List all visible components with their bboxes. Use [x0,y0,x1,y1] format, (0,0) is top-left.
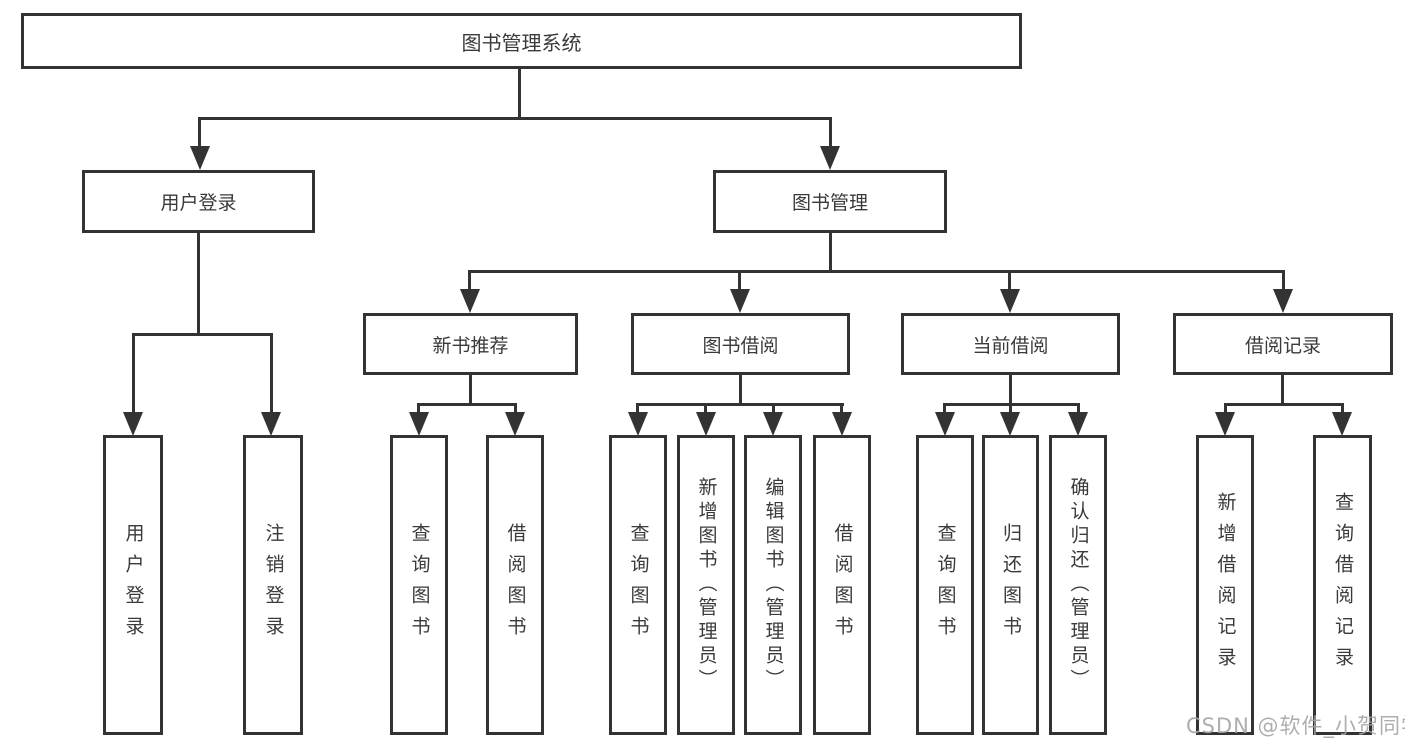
connector-line [1281,375,1284,406]
connector-line [1224,403,1344,406]
leaf-label: 注销登录 [262,523,285,647]
arrow-down-icon [696,412,716,436]
connector-line [270,333,273,415]
arrow-down-icon [820,146,840,170]
connector-line [739,375,742,406]
leaf-label: 归还图书 [1000,523,1022,647]
arrow-down-icon [763,412,783,436]
leaf-borrow-books: 借阅图书 [813,435,871,735]
arrow-down-icon [1215,412,1235,436]
connector-line [1224,403,1227,415]
connector-line [1282,270,1285,292]
connector-line [197,233,200,336]
connector-line [1008,270,1011,292]
leaf-label: 查询图书 [627,523,650,647]
arrow-down-icon [832,412,852,436]
arrow-down-icon [261,412,281,436]
arrow-down-icon [505,412,525,436]
arrow-down-icon [409,412,429,436]
connector-line [514,403,517,415]
connector-line [417,403,517,406]
leaf-label: 编辑图书（管理员） [762,477,785,693]
connector-line [468,270,1285,273]
arrow-down-icon [1332,412,1352,436]
arrow-down-icon [935,412,955,436]
connector-line [469,375,472,406]
connector-line [772,403,775,415]
leaf-return-book: 归还图书 [982,435,1039,735]
leaf-label: 确认归还（管理员） [1067,477,1090,693]
connector-line [518,69,521,119]
leaf-query-books-borrow: 查询图书 [609,435,667,735]
leaf-label: 借阅图书 [504,523,527,647]
leaf-query-books-recommend: 查询图书 [390,435,448,735]
leaf-label: 查询图书 [934,523,957,647]
leaf-user-login: 用户登录 [103,435,163,735]
connector-line [636,403,639,415]
leaf-label: 借阅图书 [831,523,854,647]
watermark: CSDN @软件_小贺同学 [1186,714,1405,738]
connector-line [132,333,135,415]
leaf-label: 新增借阅记录 [1214,492,1237,678]
arrow-down-icon [730,289,750,313]
leaf-query-borrow-record: 查询借阅记录 [1313,435,1372,735]
connector-line [1077,403,1080,415]
arrow-down-icon [123,412,143,436]
connector-line [704,403,707,415]
leaf-confirm-return-admin: 确认归还（管理员） [1049,435,1107,735]
arrow-down-icon [628,412,648,436]
leaf-add-borrow-record: 新增借阅记录 [1196,435,1254,735]
connector-line [1341,403,1344,415]
leaf-label: 新增图书（管理员） [695,477,718,693]
connector-line [829,117,832,150]
arrow-down-icon [460,289,480,313]
connector-line [738,270,741,292]
node-borrow-records: 借阅记录 [1173,313,1393,375]
leaf-label: 查询借阅记录 [1332,492,1354,678]
node-user-login: 用户登录 [82,170,315,233]
connector-line [198,117,832,120]
leaf-edit-book-admin: 编辑图书（管理员） [744,435,802,735]
leaf-label: 查询图书 [408,523,431,647]
node-current-borrow: 当前借阅 [901,313,1120,375]
connector-line [636,403,844,406]
connector-line [132,333,273,336]
node-library-system: 图书管理系统 [21,13,1022,69]
connector-line [198,117,201,150]
node-book-borrow: 图书借阅 [631,313,850,375]
node-new-book-recommend: 新书推荐 [363,313,578,375]
connector-line [417,403,420,415]
connector-line [1009,403,1012,415]
arrow-down-icon [1000,412,1020,436]
node-book-management: 图书管理 [713,170,947,233]
connector-line [840,403,843,415]
leaf-add-book-admin: 新增图书（管理员） [677,435,735,735]
arrow-down-icon [1273,289,1293,313]
leaf-logout: 注销登录 [243,435,303,735]
leaf-borrow-books-recommend: 借阅图书 [486,435,544,735]
connector-line [468,270,471,292]
arrow-down-icon [1000,289,1020,313]
leaf-label: 用户登录 [122,523,145,647]
arrow-down-icon [190,146,210,170]
connector-line [1009,375,1012,406]
arrow-down-icon [1068,412,1088,436]
leaf-query-books-current: 查询图书 [916,435,974,735]
connector-line [829,233,832,273]
connector-line [943,403,946,415]
